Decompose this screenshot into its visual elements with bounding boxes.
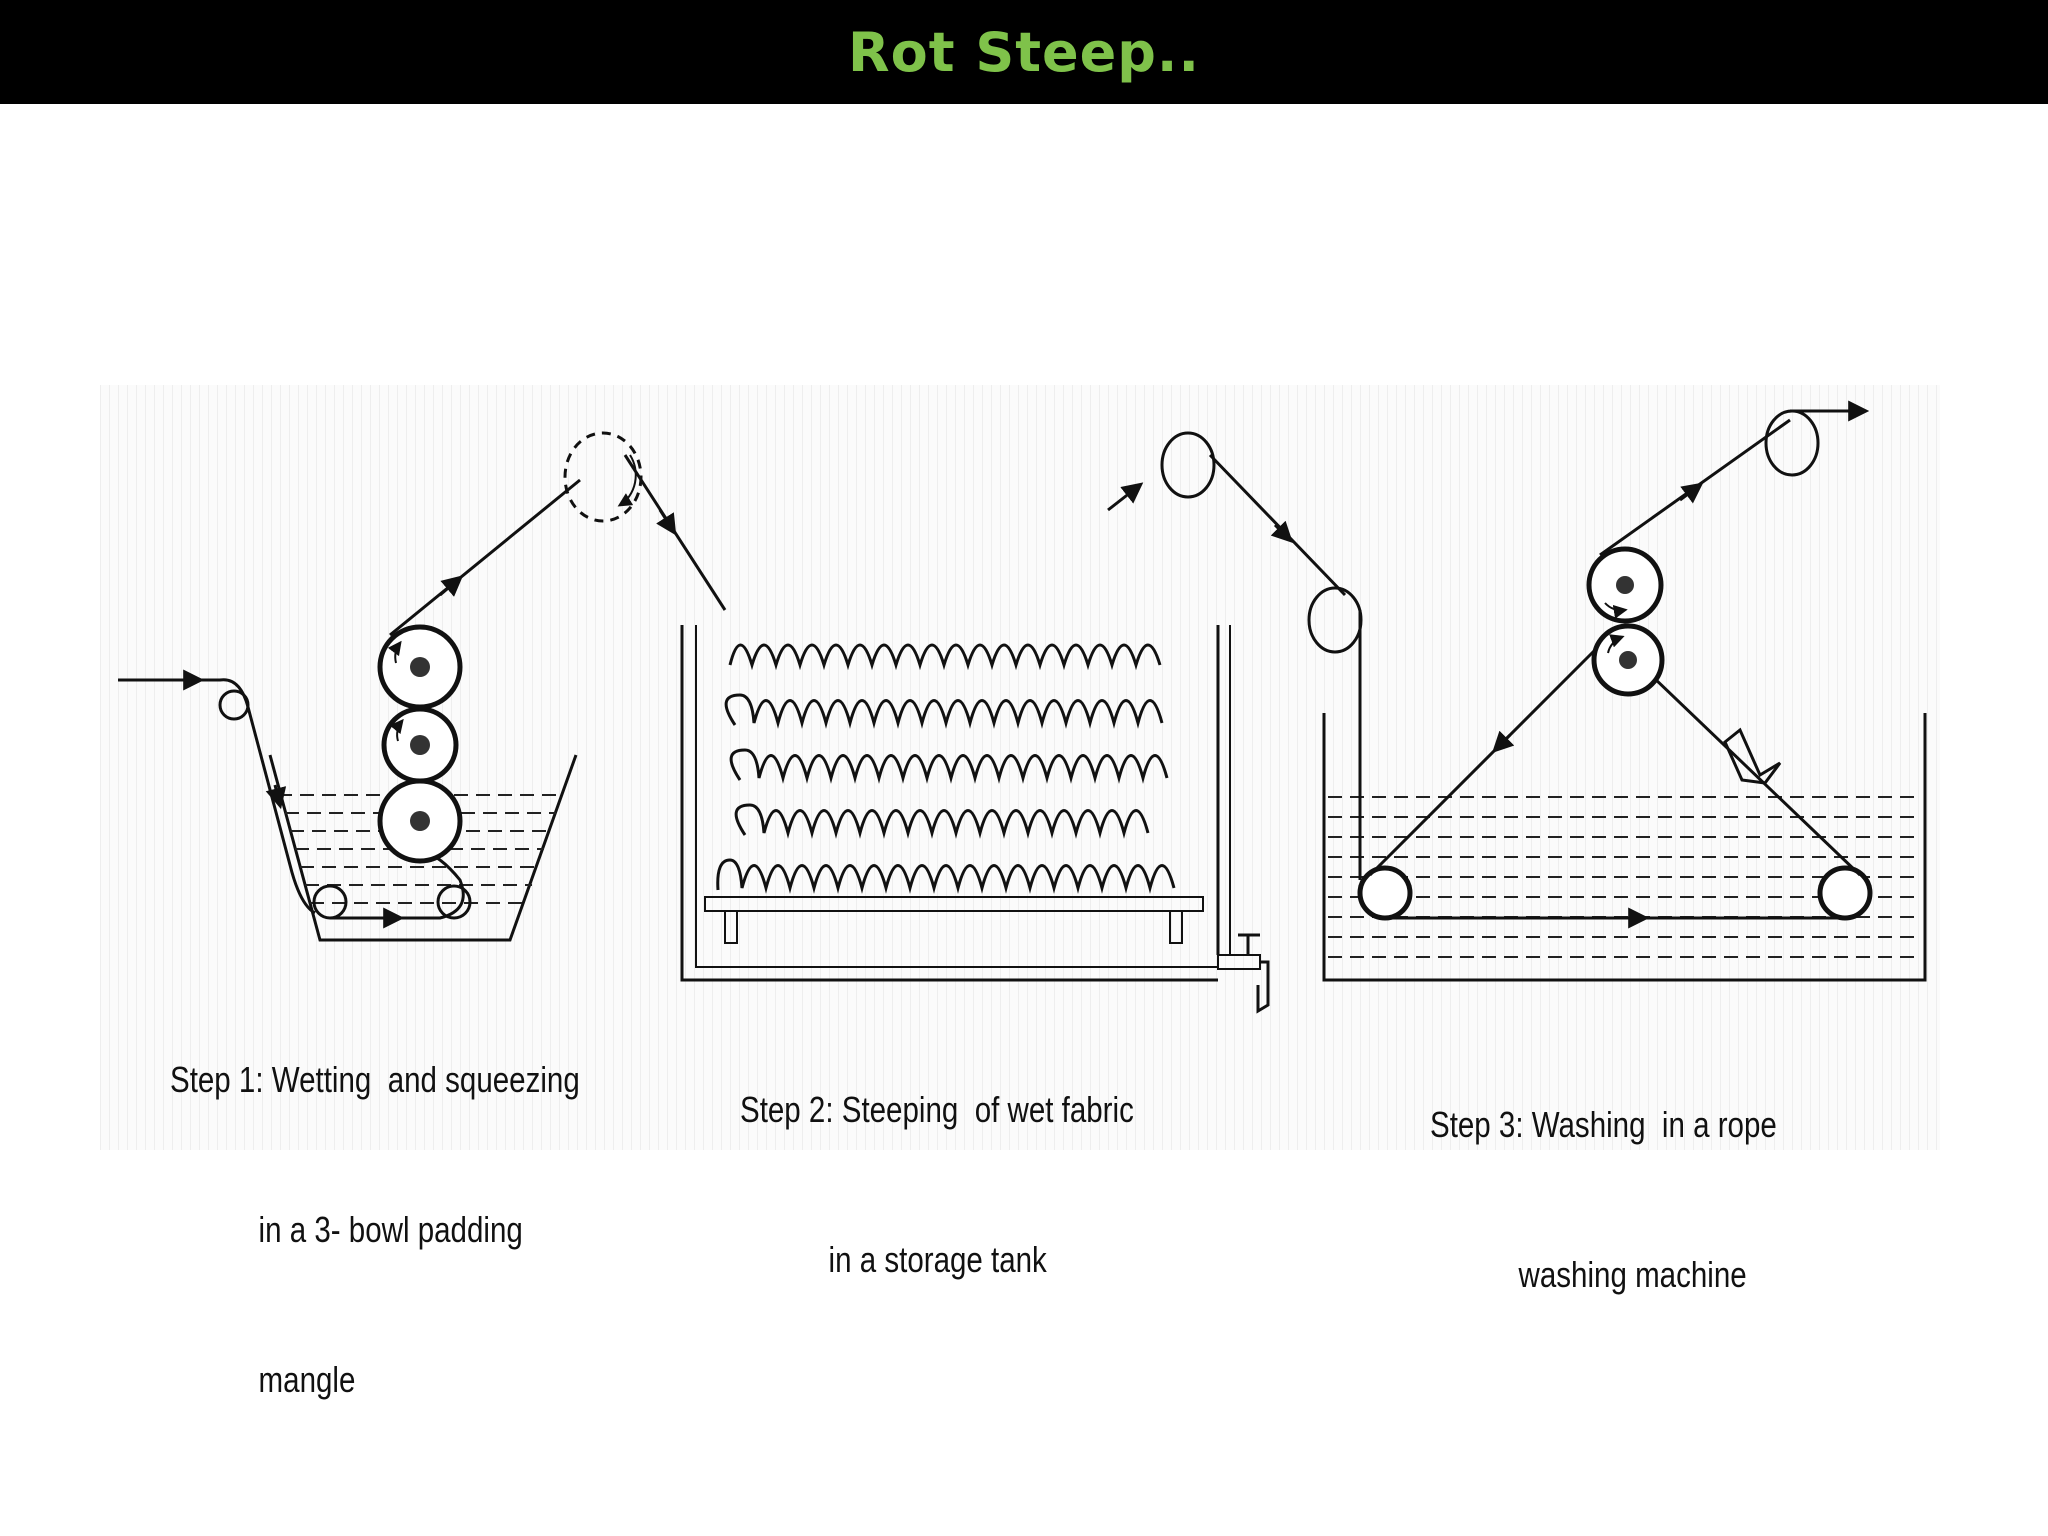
padding-mangle — [118, 431, 727, 942]
step-1-line-2: in a 3- bowl padding — [258, 1209, 523, 1250]
step-3-caption: Step 3: Washing in a rope washing machin… — [1430, 1000, 1777, 1400]
exit-roller-dashed — [563, 431, 643, 523]
step-1-line-1: Step 1: Wetting and squeezing — [170, 1059, 580, 1100]
title-bar: Rot Steep.. — [0, 0, 2048, 104]
drain-valve — [1217, 954, 1261, 970]
entry-roller-lower — [1307, 586, 1363, 654]
bottom-roller-right-washer — [1817, 865, 1873, 921]
step-3-line-1: Step 3: Washing in a rope — [1430, 1104, 1777, 1145]
entry-roller-top — [1160, 431, 1216, 499]
rot-steep-diagram: Step 1: Wetting and squeezing in a 3- bo… — [100, 385, 1940, 1400]
bottom-roller-right — [436, 884, 472, 920]
scray-plate — [1723, 727, 1782, 785]
step-3-line-2: washing machine — [1518, 1254, 1747, 1295]
rope-washing-machine — [1107, 400, 1927, 982]
mangle-trough — [268, 754, 578, 942]
step-2-line-2: in a storage tank — [828, 1239, 1047, 1280]
step-1-line-3: mangle — [258, 1359, 356, 1400]
storage-tank — [680, 625, 1270, 1014]
step-2-line-1: Step 2: Steeping of wet fabric — [740, 1089, 1134, 1130]
slide-title: Rot Steep.. — [848, 20, 1200, 84]
bottom-roller-left-washer — [1357, 865, 1413, 921]
step-1-caption: Step 1: Wetting and squeezing in a 3- bo… — [170, 955, 580, 1505]
tank-platform — [704, 896, 1204, 912]
step-2-caption: Step 2: Steeping of wet fabric in a stor… — [740, 985, 1134, 1385]
process-illustration — [118, 400, 1927, 1014]
folded-fabric — [716, 643, 1176, 894]
washer-tank — [1322, 713, 1927, 982]
exit-roller — [1764, 409, 1820, 477]
